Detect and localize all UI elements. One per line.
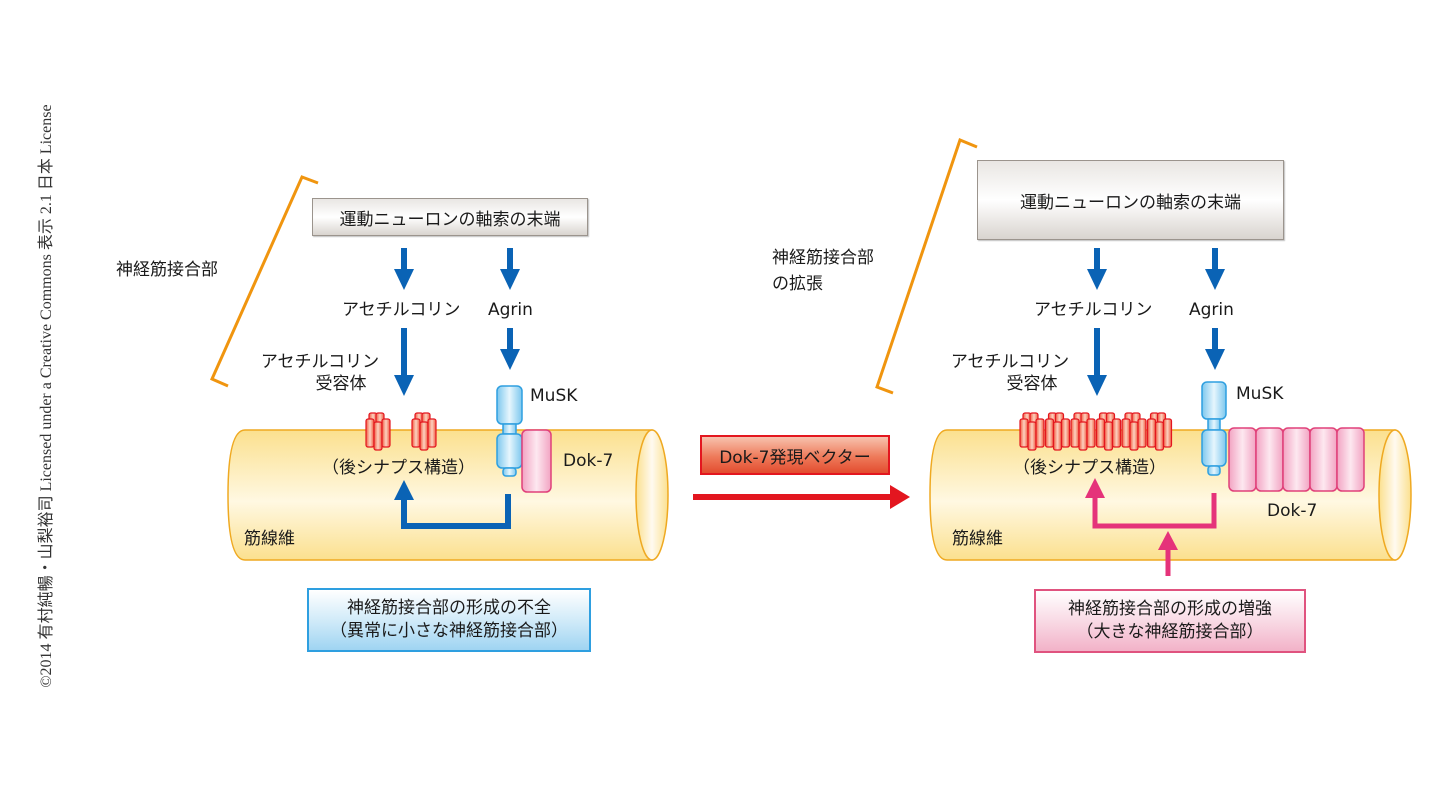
right-axon-terminal-label: 運動ニューロンの軸索の末端	[1020, 192, 1241, 213]
left-axon-terminal-box: 運動ニューロンの軸索の末端	[312, 198, 588, 236]
dok7-vector-label: Dok-7発現ベクター	[719, 447, 871, 468]
left-feedback-arrowhead	[394, 480, 414, 500]
left-dok7-label: Dok-7	[563, 451, 614, 471]
left-bracket	[210, 175, 319, 388]
left-acetylcholine-label: アセチルコリン	[342, 300, 461, 320]
dok7-unit	[1282, 427, 1311, 492]
left-axon-terminal-label: 運動ニューロンの軸索の末端	[339, 209, 561, 230]
acetylcholine-receptor-icon	[411, 412, 437, 451]
left-result-box: 神経筋接合部の形成の不全 （異常に小さな神経筋接合部）	[307, 588, 591, 652]
right-acetylcholine-label: アセチルコリン	[1034, 300, 1153, 320]
dok7-unit	[1255, 427, 1284, 492]
right-bracket	[875, 138, 978, 395]
left-receptor-label: アセチルコリン 受容体	[250, 351, 390, 395]
left-receptors	[365, 412, 437, 451]
acetylcholine-receptor-icon	[1121, 412, 1147, 451]
left-result-line2: （異常に小さな神経筋接合部）	[330, 621, 568, 641]
left-musk-label: MuSK	[530, 386, 578, 406]
right-muscle-fiber-label: 筋線維	[952, 529, 1003, 549]
left-receptor-label-line2: 受容体	[315, 374, 367, 394]
right-agrin-label: Agrin	[1189, 300, 1234, 320]
right-result-line2: （大きな神経筋接合部）	[1076, 622, 1264, 642]
left-bracket-label: 神経筋接合部	[116, 260, 218, 280]
right-bracket-label: 神経筋接合部 の拡張	[772, 245, 874, 297]
acetylcholine-receptor-icon	[1095, 412, 1122, 451]
left-muscle-fiber-label: 筋線維	[244, 529, 295, 549]
right-feedback-arrow	[1092, 493, 1217, 576]
right-signal-arrows	[1087, 248, 1225, 396]
right-postsynaptic-label: （後シナプス構造）	[1013, 458, 1166, 478]
acetylcholine-receptor-icon	[1019, 412, 1045, 451]
dok7-unit	[1309, 427, 1338, 492]
right-receptor-label: アセチルコリン 受容体	[940, 351, 1080, 395]
right-dok7-icon	[1228, 427, 1365, 492]
right-result-box: 神経筋接合部の形成の増強 （大きな神経筋接合部）	[1034, 589, 1306, 653]
right-feedback-arrowhead	[1085, 478, 1105, 498]
dok7-vector-box: Dok-7発現ベクター	[700, 435, 890, 475]
right-result-line1: 神経筋接合部の形成の増強	[1068, 599, 1272, 619]
acetylcholine-receptor-icon	[365, 412, 391, 451]
right-axon-terminal-box: 運動ニューロンの軸索の末端	[977, 160, 1284, 240]
left-musk-icon	[496, 385, 523, 477]
right-receptor-label-line1: アセチルコリン	[950, 352, 1070, 372]
left-dok7-icon	[521, 429, 552, 493]
left-receptor-label-line1: アセチルコリン	[260, 352, 380, 372]
acetylcholine-receptor-icon	[1070, 412, 1096, 451]
right-bracket-label-line1: 神経筋接合部	[772, 248, 874, 268]
dok7-unit	[1228, 427, 1257, 492]
right-receptor-label-line2: 受容体	[1006, 374, 1058, 394]
dok7-unit	[1336, 427, 1365, 492]
left-agrin-label: Agrin	[488, 300, 533, 320]
right-receptors	[1019, 412, 1173, 451]
acetylcholine-receptor-icon	[1044, 412, 1071, 451]
left-signal-arrows	[394, 248, 520, 396]
acetylcholine-receptor-icon	[1146, 412, 1173, 451]
right-musk-label: MuSK	[1236, 384, 1284, 404]
left-postsynaptic-label: （後シナプス構造）	[322, 458, 475, 478]
left-result-line1: 神経筋接合部の形成の不全	[347, 598, 551, 618]
right-bracket-label-line2: の拡張	[772, 274, 823, 294]
right-enhance-arrowhead	[1158, 531, 1178, 550]
right-musk-icon	[1201, 381, 1227, 476]
left-feedback-arrow	[401, 494, 511, 529]
dok7-unit	[521, 429, 552, 493]
vector-transition-arrow	[693, 485, 910, 509]
right-dok7-label: Dok-7	[1267, 501, 1318, 521]
